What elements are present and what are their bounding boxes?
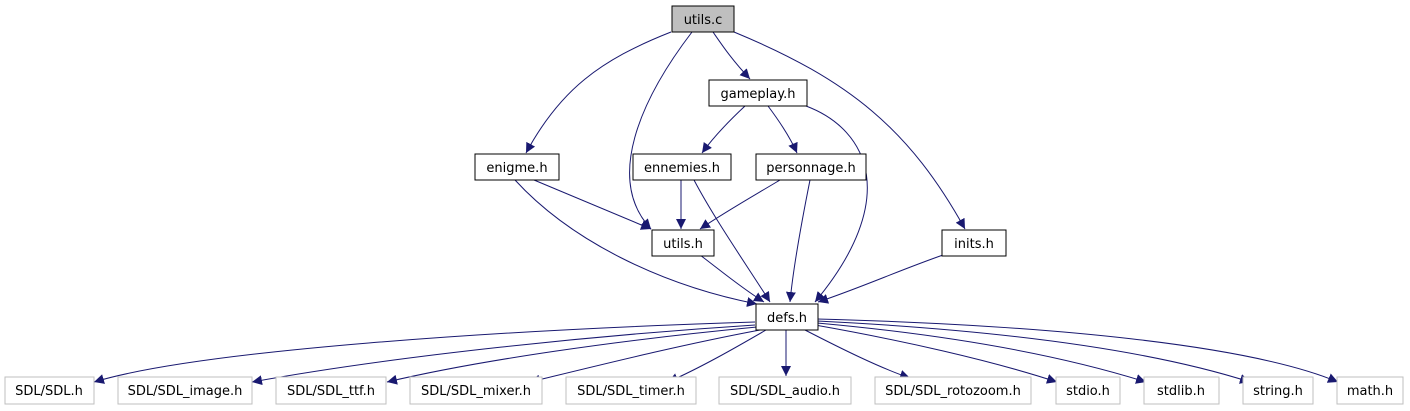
node-label-defs-h: defs.h <box>767 311 807 326</box>
node-label-stdlib-h: stdlib.h <box>1157 384 1205 399</box>
edge-ennemies-h-to-defs-h <box>693 179 771 303</box>
edge-personnage-h-to-utils-h <box>699 179 781 230</box>
edge-utils-c-to-utils-h <box>629 31 693 230</box>
node-sdl-h[interactable]: SDL/SDL.h <box>4 376 95 405</box>
edge-defs-h-to-math-h <box>816 318 1339 383</box>
edge-defs-h-to-sdl-rotozoom-h <box>804 329 911 380</box>
edge-utils-c-to-gameplay-h <box>712 31 751 80</box>
node-gameplay-h[interactable]: gameplay.h <box>708 79 808 107</box>
node-inits-h[interactable]: inits.h <box>941 229 1007 257</box>
node-label-string-h: string.h <box>1253 384 1303 399</box>
node-label-sdl-image-h: SDL/SDL_image.h <box>128 384 243 399</box>
node-label-utils-c: utils.c <box>684 13 723 28</box>
edge-enigme-h-to-defs-h <box>514 179 758 307</box>
node-label-sdl-audio-h: SDL/SDL_audio.h <box>730 384 840 399</box>
edge-utils-c-to-inits-h <box>733 31 966 230</box>
node-label-personnage-h: personnage.h <box>766 161 855 176</box>
node-personnage-h[interactable]: personnage.h <box>755 153 867 181</box>
node-label-sdl-timer-h: SDL/SDL_timer.h <box>577 384 685 399</box>
node-utils-c[interactable]: utils.c <box>671 5 735 33</box>
node-defs-h[interactable]: defs.h <box>755 303 819 331</box>
edge-inits-h-to-defs-h <box>817 254 944 304</box>
edge-utils-c-to-enigme-h <box>525 31 672 154</box>
edge-defs-h-to-sdl-timer-h <box>667 329 767 383</box>
edge-personnage-h-to-defs-h <box>785 179 811 303</box>
edge-defs-h-to-sdl-ttf-h <box>386 326 758 385</box>
node-label-ennemies-h: ennemies.h <box>644 161 720 176</box>
node-ennemies-h[interactable]: ennemies.h <box>632 153 732 181</box>
edge-gameplay-h-to-personnage-h <box>767 105 798 154</box>
node-utils-h[interactable]: utils.h <box>651 229 715 257</box>
node-label-math-h: math.h <box>1347 384 1393 399</box>
node-stdio-h[interactable]: stdio.h <box>1055 376 1121 405</box>
node-stdlib-h[interactable]: stdlib.h <box>1143 376 1220 405</box>
node-sdl-mixer-h[interactable]: SDL/SDL_mixer.h <box>409 376 543 405</box>
edge-defs-h-to-stdio-h <box>814 324 1058 384</box>
node-label-sdl-ttf-h: SDL/SDL_ttf.h <box>287 384 375 399</box>
node-label-inits-h: inits.h <box>954 237 994 252</box>
node-sdl-timer-h[interactable]: SDL/SDL_timer.h <box>565 376 697 405</box>
edge-defs-h-to-sdl-image-h <box>251 324 756 386</box>
node-sdl-image-h[interactable]: SDL/SDL_image.h <box>117 376 253 405</box>
nodes-layer: utils.c gameplay.h enigme.h ennemies.h p… <box>4 5 1404 405</box>
node-label-sdl-h: SDL/SDL.h <box>15 384 83 399</box>
node-string-h[interactable]: string.h <box>1242 376 1314 405</box>
node-label-sdl-rotozoom-h: SDL/SDL_rotozoom.h <box>885 384 1021 399</box>
node-label-utils-h: utils.h <box>663 237 703 252</box>
node-label-enigme-h: enigme.h <box>486 161 547 176</box>
edge-gameplay-h-to-ennemies-h <box>701 105 746 154</box>
node-label-gameplay-h: gameplay.h <box>721 87 796 102</box>
edge-utils-h-to-defs-h <box>699 254 765 303</box>
edge-defs-h-to-stdlib-h <box>816 322 1147 384</box>
node-label-stdio-h: stdio.h <box>1066 384 1110 399</box>
node-sdl-audio-h[interactable]: SDL/SDL_audio.h <box>718 376 852 405</box>
node-enigme-h[interactable]: enigme.h <box>474 153 560 181</box>
node-sdl-rotozoom-h[interactable]: SDL/SDL_rotozoom.h <box>874 376 1032 405</box>
edge-gameplay-h-to-defs-h <box>805 105 868 303</box>
edges-layer <box>93 31 1339 386</box>
edge-defs-h-to-string-h <box>816 320 1251 384</box>
node-label-sdl-mixer-h: SDL/SDL_mixer.h <box>421 384 531 399</box>
edge-defs-h-to-sdl-h <box>93 321 756 384</box>
node-math-h[interactable]: math.h <box>1336 376 1404 405</box>
edge-defs-h-to-sdl-mixer-h <box>529 329 761 385</box>
edge-enigme-h-to-utils-h <box>533 179 652 230</box>
node-sdl-ttf-h[interactable]: SDL/SDL_ttf.h <box>275 376 387 405</box>
